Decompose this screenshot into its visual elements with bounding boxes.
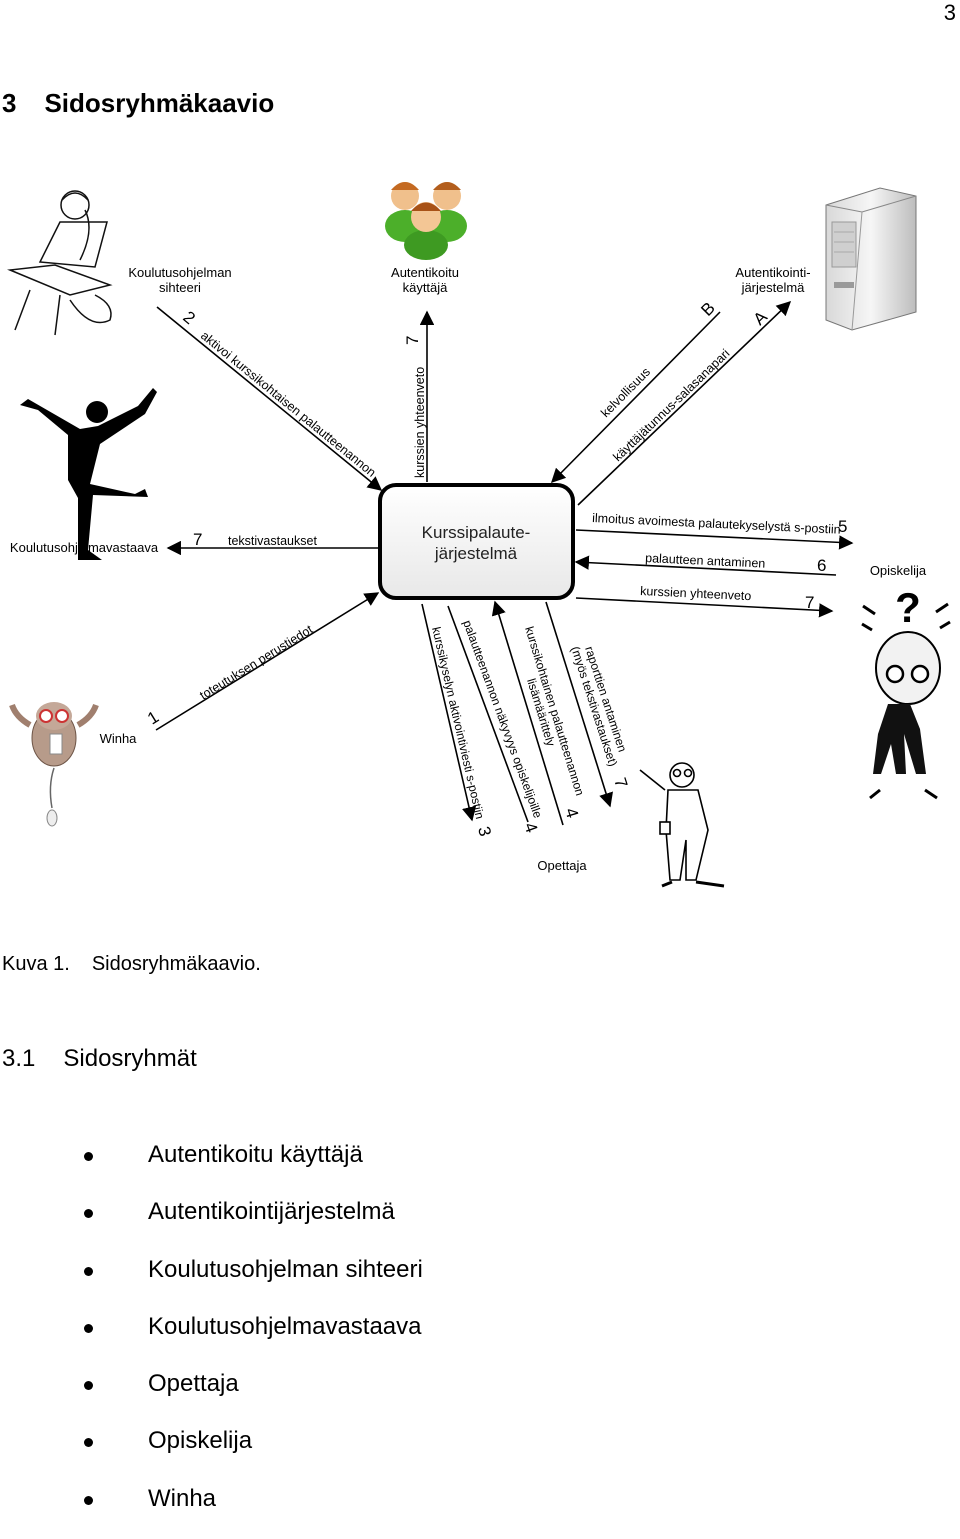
list-item: Autentikointijärjestelmä [82, 1195, 423, 1252]
secretary-illustration [7, 190, 113, 336]
figure-caption: Kuva 1. Sidosryhmäkaavio. [2, 953, 261, 976]
label-fB: kelvollisuus [598, 365, 653, 420]
list-item: Koulutusohjelmavastaava [82, 1310, 423, 1367]
num-f2: 2 [179, 307, 198, 328]
central-system-box: Kurssipalaute- järjestelmä [378, 483, 575, 600]
arrow-7-stud [575, 597, 834, 618]
label-f1: toteutuksen perustiedot [197, 622, 315, 702]
svg-text:?: ? [895, 584, 921, 631]
manager-silhouette [20, 388, 157, 560]
num-f1: 1 [144, 707, 162, 728]
users-group-illustration [385, 182, 467, 260]
arrow-A [577, 301, 792, 506]
list-item: Winha [82, 1482, 423, 1539]
page-number: 3 [943, 0, 956, 25]
opettaja-label: Opettaja [537, 858, 587, 873]
section-title: Sidosryhmäkaavio [44, 88, 275, 118]
sihteeri-label-1: Koulutusohjelman [128, 265, 231, 280]
student-illustration: ? [861, 584, 951, 800]
list-item: Autentikoitu käyttäjä [82, 1138, 423, 1195]
arrow-1 [155, 592, 380, 731]
num-f3: 3 [474, 825, 495, 839]
caption-label: Kuva 1. [2, 953, 70, 975]
teacher-illustration [639, 762, 725, 888]
section-heading: 3 Sidosryhmäkaavio [2, 88, 274, 119]
label-f7-resp: tekstivastaukset [228, 534, 317, 548]
num-f4a: 4 [520, 820, 541, 835]
label-f7-stud: kurssien yhteenveto [640, 584, 752, 603]
section-number: 3 [2, 88, 17, 118]
sihteeri-label-2: sihteeri [159, 280, 201, 295]
arrow-3 [421, 603, 477, 822]
num-f7-user: 7 [403, 336, 422, 345]
arrow-4a [447, 605, 529, 823]
caption-text: Sidosryhmäkaavio. [91, 953, 261, 975]
num-f7-teach: 7 [610, 775, 631, 790]
num-f5: 5 [838, 517, 847, 536]
num-fA: A [750, 307, 772, 329]
list-item: Opiskelija [82, 1424, 423, 1481]
label-f6: palautteen antaminen [645, 551, 766, 571]
stakeholder-diagram: Kurssipalaute- järjestelmä Koulutusohjel… [7, 182, 951, 888]
label-f2: aktivoi kurssikohtaisen palautteenannon [198, 328, 378, 479]
arrow-6 [574, 555, 837, 576]
kayttaja-label-1: Autentikoitu [391, 265, 459, 280]
num-f6: 6 [817, 556, 826, 575]
label-f7-user: kurssien yhteenveto [413, 367, 427, 478]
num-f7-stud: 7 [805, 593, 814, 612]
server-illustration [825, 187, 917, 331]
list-item: Opettaja [82, 1367, 423, 1424]
num-f4b: 4 [561, 806, 582, 821]
flow-arrows [155, 301, 854, 826]
arrow-7-teach [545, 601, 613, 808]
subsection-number: 3.1 [2, 1045, 36, 1072]
opiskelija-label: Opiskelija [870, 563, 927, 578]
num-f7-resp: 7 [193, 530, 202, 549]
subsection-title: Sidosryhmät [63, 1045, 197, 1072]
arrow-B [550, 311, 721, 484]
list-item: Koulutusohjelman sihteeri [82, 1253, 423, 1310]
winha-label: Winha [100, 731, 138, 746]
center-line1: Kurssipalaute- [422, 523, 531, 542]
arrow-2 [156, 306, 383, 491]
arrow-4b [491, 600, 564, 826]
kayttaja-label-2: käyttäjä [403, 280, 449, 295]
autentikointi-label-1: Autentikointi- [735, 265, 810, 280]
arrow-5 [575, 529, 854, 550]
center-line2: järjestelmä [434, 544, 518, 563]
winha-owl-illustration [9, 702, 99, 827]
vastaava-label: Koulutusohjelmavastaava [10, 540, 159, 555]
stakeholder-list: Autentikoitu käyttäjä Autentikointijärje… [82, 1138, 423, 1539]
autentikointi-label-2: järjestelmä [741, 280, 806, 295]
subsection-heading: 3.1 Sidosryhmät [2, 1045, 197, 1073]
